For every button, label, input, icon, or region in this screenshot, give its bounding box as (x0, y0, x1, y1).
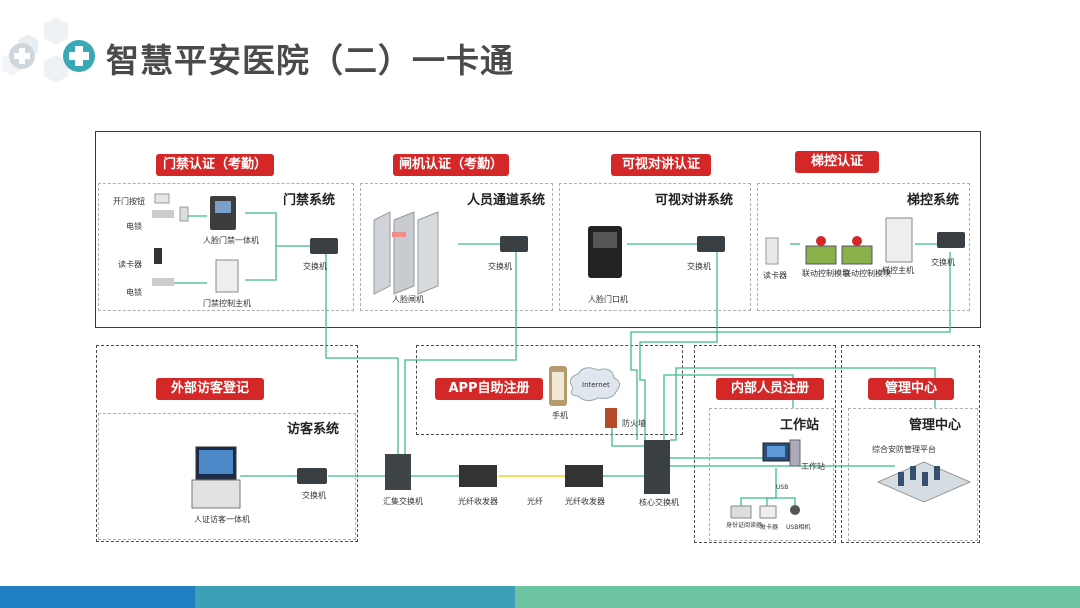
elevator-reader-label: 读卡器 (763, 271, 787, 280)
access-auth-label: 门禁认证（考勤） (156, 154, 274, 176)
gate-system-title: 人员通道系统 (467, 193, 546, 208)
access-system-title: 门禁系统 (283, 193, 336, 208)
gate-system-box (360, 183, 553, 311)
access-devices (152, 193, 239, 293)
elevator-module-label-2: 联动控制模块 (843, 269, 891, 278)
gate-auth-label: 闸机认证（考勤） (393, 154, 509, 176)
elevator-devices (765, 217, 913, 265)
face-gate-label: 人脸闸机 (392, 295, 424, 304)
gate-switch-label: 交换机 (488, 262, 512, 271)
transceiver-label-1: 光纤收发器 (458, 497, 498, 506)
intercom-device (588, 226, 622, 278)
auth-systems-panel (95, 131, 981, 328)
fiber-label: 光纤 (527, 497, 543, 506)
network-devices (385, 440, 670, 494)
firewall-label: 防火墙 (622, 419, 646, 428)
workstation-label: 工作站 (801, 462, 825, 471)
elevator-module-label-1: 联动控制模块 (802, 269, 850, 278)
page-title: 智慧平安医院（二）一卡通 (106, 41, 514, 80)
elevator-host-label: 梯控主机 (882, 266, 914, 275)
mgmt-system-title: 管理中心 (909, 418, 962, 433)
visitor-switch-label: 交换机 (302, 491, 326, 500)
footer-bar-blue (0, 586, 195, 608)
usb-camera-label: USB相机 (786, 524, 811, 531)
elevator-system-box (757, 183, 970, 311)
visitor-panel (96, 345, 358, 542)
staff-system-box (709, 408, 834, 541)
intercom-auth-label: 可视对讲认证 (611, 154, 711, 176)
internet-label: Internet (582, 381, 610, 389)
app-reg-label: APP自助注册 (435, 378, 543, 400)
staff-panel (694, 345, 836, 543)
open-button-label: 开门按钮 (113, 197, 145, 206)
lock-label-2: 电锁 (126, 288, 142, 297)
mgmt-center-label: 管理中心 (868, 378, 954, 400)
lock-label-1: 电锁 (126, 222, 142, 231)
phone-label: 手机 (552, 411, 568, 420)
mgmt-platform (876, 461, 972, 503)
mgmt-system-box (848, 408, 978, 541)
visitor-terminal (191, 446, 241, 509)
footer-bar-teal (195, 586, 515, 608)
elevator-auth-label: 梯控认证 (795, 151, 879, 173)
intercom-system-title: 可视对讲系统 (655, 193, 734, 208)
intercom-switch-label: 交换机 (687, 262, 711, 271)
id-reader-label: 身份证阅读器 (726, 522, 763, 529)
transceiver-label-2: 光纤收发器 (565, 497, 605, 506)
plus-icon-right (63, 40, 95, 72)
app-devices (549, 366, 620, 428)
app-panel (416, 345, 683, 435)
core-switch-label: 核心交换机 (639, 498, 679, 507)
visitor-system-title: 访客系统 (287, 422, 340, 437)
visitor-terminal-label: 人证访客一体机 (194, 515, 250, 524)
agg-switch-label: 汇集交换机 (383, 497, 423, 506)
visitor-reg-label: 外部访客登记 (156, 378, 264, 400)
switch-icons (297, 232, 965, 484)
elevator-system-title: 梯控系统 (907, 193, 960, 208)
controller-label: 门禁控制主机 (203, 299, 251, 308)
access-switch-label: 交换机 (303, 262, 327, 271)
mgmt-platform-label: 综合安防管理平台 (872, 445, 936, 454)
usb-label: USB (776, 484, 789, 491)
mgmt-panel (841, 345, 980, 543)
face-terminal-label: 人脸门禁一体机 (203, 236, 259, 245)
access-system-box (98, 183, 354, 311)
intercom-device-label: 人脸门口机 (588, 295, 628, 304)
staff-devices (730, 439, 801, 519)
staff-reg-label: 内部人员注册 (716, 378, 824, 400)
card-issuer-label: 发卡器 (760, 524, 779, 531)
gate-devices (373, 211, 439, 295)
plus-icon-left (9, 43, 35, 69)
reader-label: 读卡器 (118, 260, 142, 269)
intercom-system-box (559, 183, 751, 311)
elevator-switch-label: 交换机 (931, 258, 955, 267)
staff-system-title: 工作站 (780, 418, 820, 433)
footer-bar-green (515, 586, 1080, 608)
header-decoration (2, 17, 95, 83)
